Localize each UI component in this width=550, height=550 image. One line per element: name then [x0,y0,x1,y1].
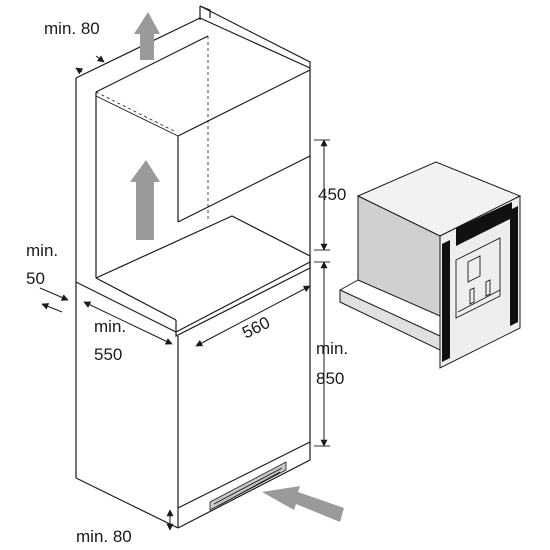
side-gap-min-label: min. [26,241,58,260]
floor-height-min-label: min. [316,339,348,358]
niche-height-label: 450 [318,185,346,204]
depth-value-label: 550 [94,345,122,364]
cabinet-column [75,5,311,529]
bottom-clearance-label: min. 80 [76,527,132,546]
side-gap-value-label: 50 [26,269,45,288]
airflow-in-arrow-icon [262,486,344,522]
airflow-up-arrow-icon [134,12,160,60]
coffee-machine-icon [339,161,522,369]
niche-width-label: 560 [239,313,273,343]
depth-min-label: min. [94,317,126,336]
top-clearance-label: min. 80 [44,19,100,38]
airflow-up-arrow-icon [130,160,160,240]
floor-height-value-label: 850 [316,369,344,388]
